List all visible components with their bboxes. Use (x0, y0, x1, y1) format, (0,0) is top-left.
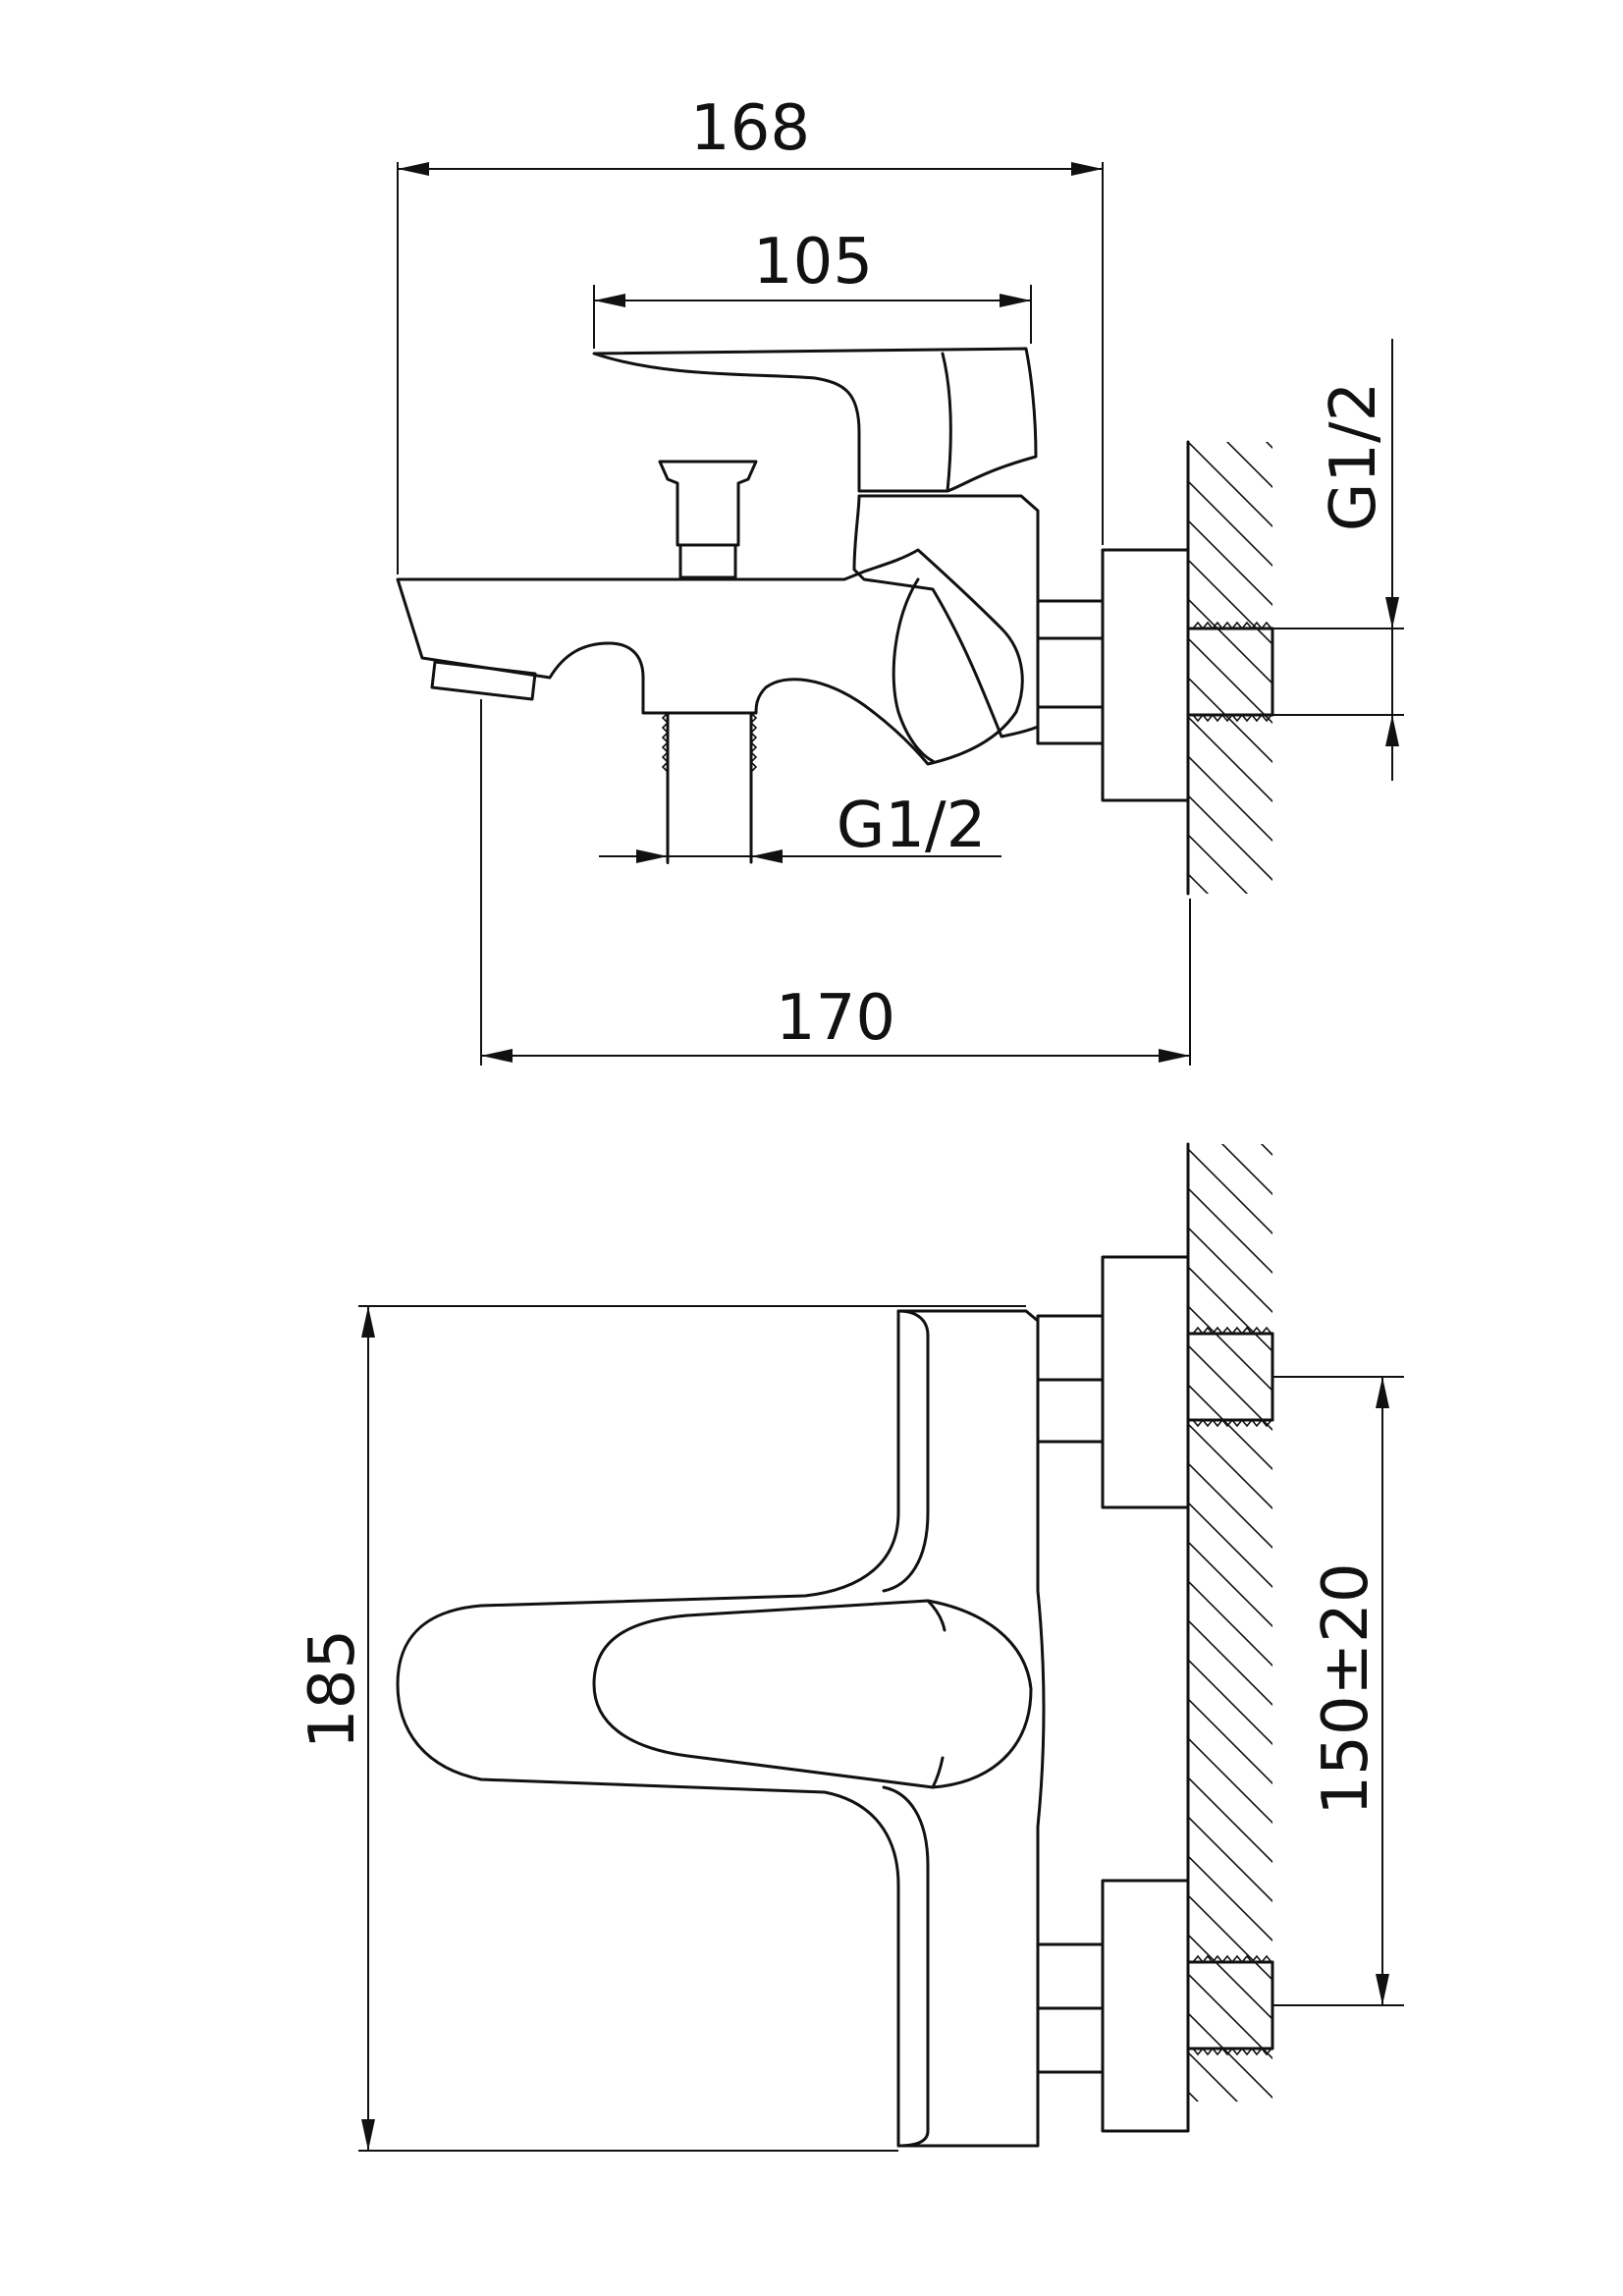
dimension-outlet-thread-label: G1/2 (837, 790, 987, 862)
lever-front (592, 1599, 1033, 1789)
shower-outlet-thread (661, 711, 758, 864)
wall-front-view (1186, 1142, 1272, 2104)
dimension-outlet-thread: G1/2 (599, 790, 1001, 864)
wall-flange (1101, 548, 1190, 802)
spout-aerator (430, 660, 537, 701)
eccentric-connector (1036, 599, 1105, 745)
front-view: 185 150±20 (297, 1142, 1404, 2152)
side-view: 168 105 G1/2 170 (396, 92, 1404, 1066)
dimension-150: 150±20 (1272, 1376, 1404, 2006)
lever-handle (592, 347, 1038, 493)
upper-flange (1101, 1255, 1190, 1509)
faucet-body-front (396, 1309, 1046, 2148)
faucet-body-side (396, 548, 1024, 766)
dimension-105: 105 (593, 226, 1032, 349)
inlet-pipe-side (1186, 621, 1274, 723)
dimension-inlet-thread: G1/2 (1272, 339, 1404, 781)
dimension-105-label: 105 (753, 226, 873, 299)
dimension-170-label: 170 (776, 982, 895, 1055)
dimension-168: 168 (397, 92, 1104, 574)
diverter-knob (658, 460, 758, 579)
lower-flange (1101, 1879, 1190, 2133)
dimension-150-label: 150±20 (1310, 1562, 1382, 1815)
upper-connector (1036, 1314, 1105, 1444)
dimension-inlet-thread-label: G1/2 (1318, 382, 1390, 532)
dimension-185-label: 185 (297, 1629, 369, 1749)
lower-connector (1036, 1942, 1105, 2074)
dimension-170: 170 (480, 699, 1191, 1066)
dimension-185: 185 (297, 1305, 1026, 2152)
wall-side-view (1186, 440, 1272, 896)
cartridge-housing (852, 494, 1040, 738)
dimension-168-label: 168 (690, 92, 810, 165)
